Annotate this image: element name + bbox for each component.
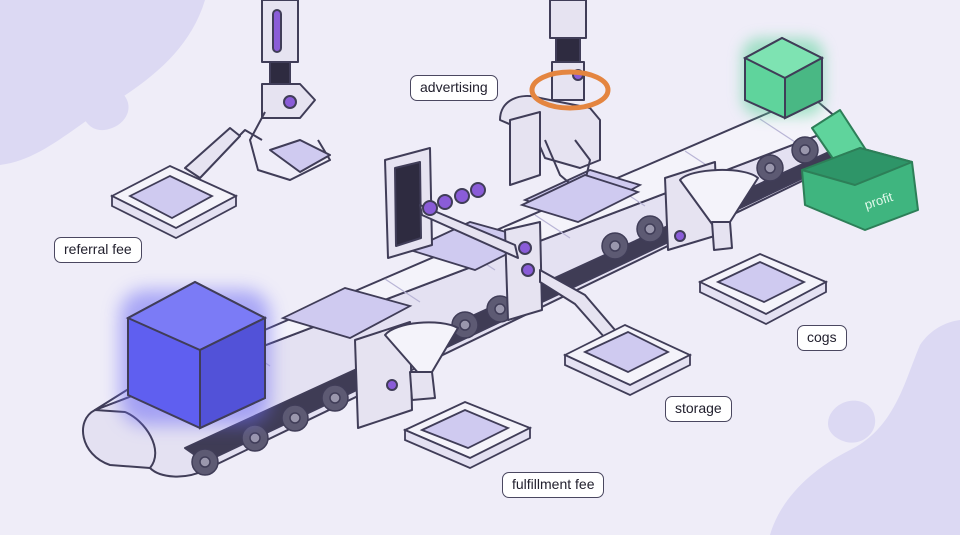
gate-frame xyxy=(384,147,616,339)
tray-advertising xyxy=(519,174,641,223)
label-referral-fee: referral fee xyxy=(54,237,142,263)
tray-storage xyxy=(562,324,693,396)
label-fulfillment-fee: fulfillment fee xyxy=(502,472,605,498)
tray-cogs xyxy=(697,253,829,326)
profit-bin xyxy=(801,109,919,231)
robot-arm-advertising xyxy=(499,0,601,193)
background-blob-small-right xyxy=(827,400,876,443)
background-blob-bottom-right xyxy=(770,320,960,535)
label-cogs: cogs xyxy=(797,325,847,351)
label-advertising: advertising xyxy=(410,75,498,101)
conveyor-gears xyxy=(191,136,819,476)
tray-fulfillment xyxy=(402,401,533,469)
green-cube xyxy=(742,36,825,120)
tray-referral xyxy=(110,164,239,240)
blue-cube xyxy=(120,280,270,430)
funnel-cogs xyxy=(664,161,759,251)
background-blob-top-left xyxy=(0,0,205,165)
background-blob-small-left xyxy=(81,86,129,131)
funnel-fulfillment xyxy=(354,321,459,429)
robot-arm-referral xyxy=(184,0,331,181)
advertising-ring xyxy=(529,69,611,111)
label-storage: storage xyxy=(665,396,732,422)
